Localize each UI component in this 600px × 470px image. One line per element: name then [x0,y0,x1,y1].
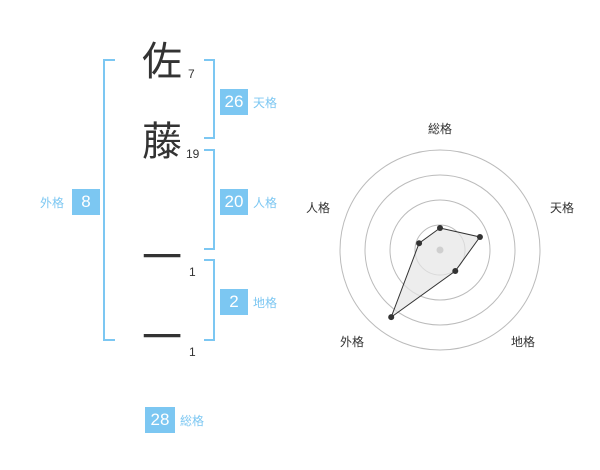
radar-axis-label-gaikaku: 外格 [340,335,365,349]
radar-point-4 [416,240,423,247]
radar-point-0 [437,225,443,231]
radar-ring [389,199,491,301]
name-char-1: 佐 [142,39,182,85]
radar-point-1 [476,234,483,241]
name-char-2: 藤 [142,119,182,165]
name-char-3: 一 [142,235,182,281]
soukaku-label: 総格 [180,414,205,428]
gaikaku-bracket [103,59,115,341]
name-char-1-strokes: 7 [188,67,195,81]
name-char-2-strokes: 19 [186,147,200,161]
name-char-3-strokes: 1 [189,265,196,279]
tenkaku-value: 26 [220,89,248,115]
gaikaku-value: 8 [72,189,100,215]
chikaku-bracket [204,259,215,341]
radar-ring [339,149,541,351]
radar-axis-label-soukaku: 総格 [428,122,453,136]
radar-polygon [390,227,481,319]
jinkaku-bracket [204,149,215,250]
tenkaku-bracket [204,59,215,139]
name-char-4: 一 [142,315,182,361]
jinkaku-label: 人格 [253,196,278,210]
gaikaku-label: 外格 [40,196,65,210]
soukaku-value: 28 [145,407,175,433]
chikaku-value: 2 [220,289,248,315]
radar-center-dot [436,246,444,254]
radar-rings [339,149,541,351]
tenkaku-label: 天格 [253,96,278,110]
radar-points [388,225,483,321]
radar-point-2 [452,268,459,275]
jinkaku-value: 20 [220,189,248,215]
radar-ring [364,174,516,326]
name-char-4-strokes: 1 [189,345,196,359]
radar-point-3 [388,314,395,321]
radar-axis-label-tenkaku: 天格 [550,201,575,215]
chikaku-label: 地格 [253,296,278,310]
radar-axis-label-jinkaku: 人格 [306,201,331,215]
radar-axis-label-chikaku: 地格 [511,335,536,349]
